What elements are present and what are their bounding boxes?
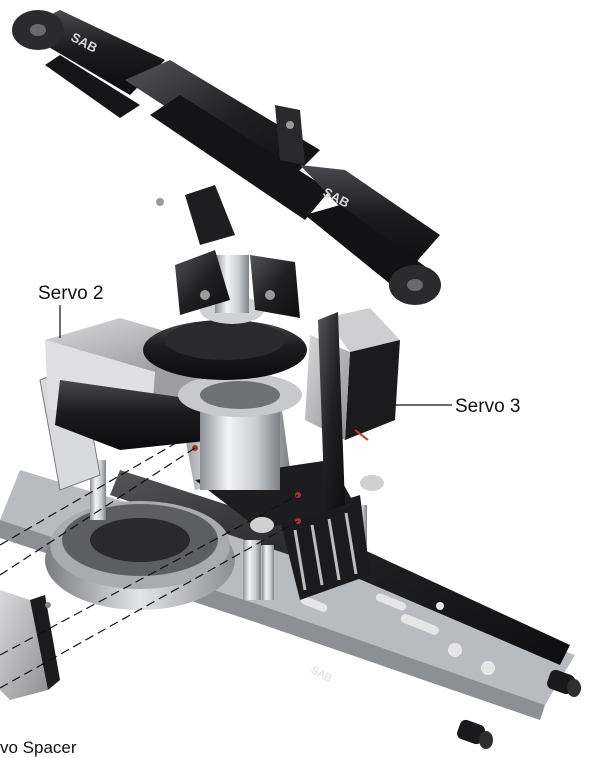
- rotor-head: SAB SAB: [12, 10, 441, 305]
- servo-spacer-label: vo Spacer: [0, 738, 77, 757]
- assembly-guide-lines: [0, 431, 299, 689]
- servo-3: [305, 308, 400, 512]
- swashplate-hub: [143, 250, 307, 490]
- servo-3-label: Servo 3: [455, 396, 521, 417]
- frame-bolt: [457, 719, 493, 749]
- servo-spacer-part: [0, 590, 60, 700]
- servo-2-label: Servo 2: [38, 283, 104, 304]
- plate-brand-mark: SAB: [309, 664, 334, 685]
- main-gear: [45, 501, 235, 610]
- rear-servo-bracket: [280, 495, 370, 600]
- frame-bolt: [547, 669, 581, 697]
